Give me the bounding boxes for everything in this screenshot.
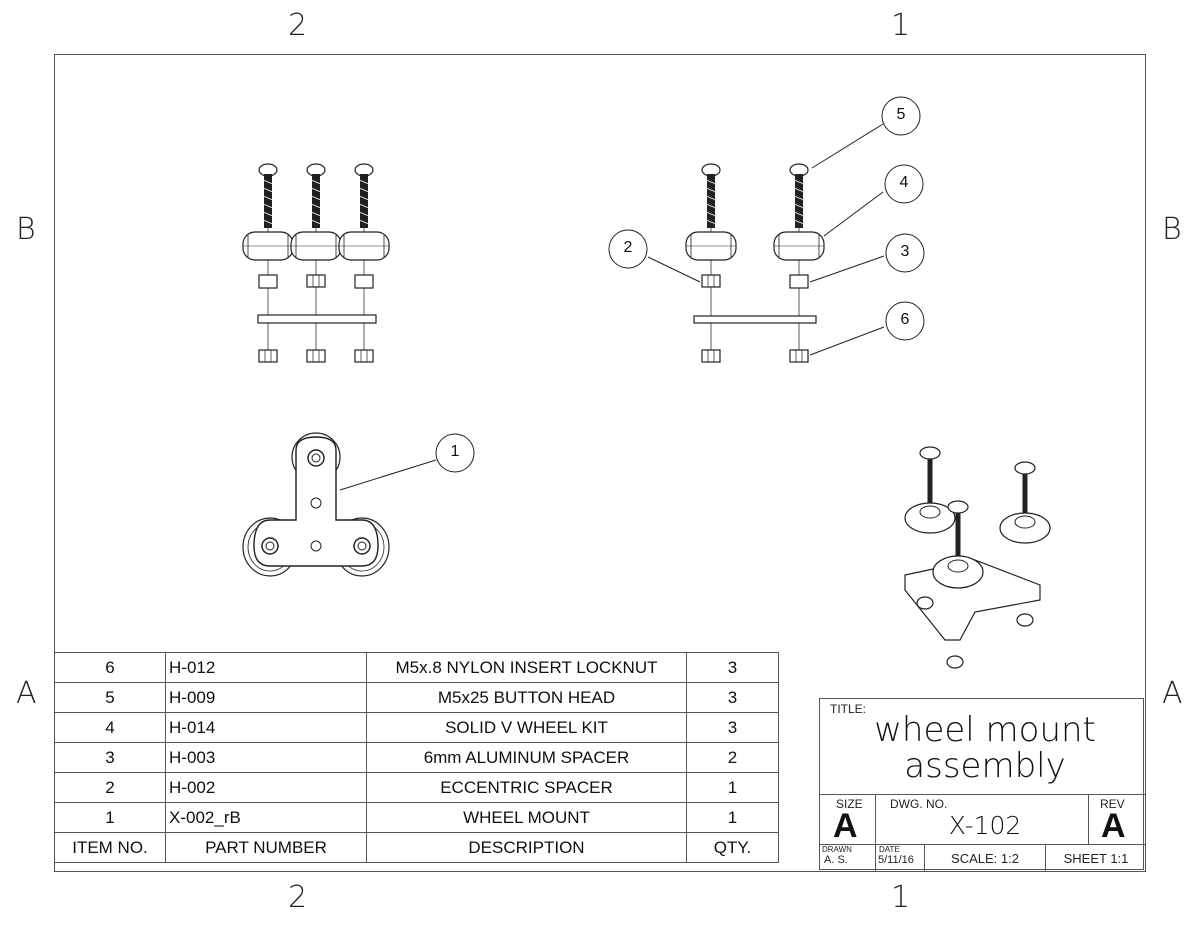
- part-number-cell: H-014: [165, 712, 367, 743]
- table-header-row: ITEM NO. PART NUMBER DESCRIPTION QTY.: [54, 832, 779, 863]
- item-no-cell: 3: [54, 742, 166, 773]
- title-line-1: wheel mount: [874, 710, 1096, 750]
- zone-right-a: A: [1162, 676, 1183, 711]
- drawing-border: [54, 54, 1146, 872]
- rev-value: A: [1101, 807, 1126, 845]
- balloon-1-label: 1: [450, 443, 460, 460]
- divider: [875, 794, 876, 871]
- table-row: 1 X-002_rB WHEEL MOUNT 1: [54, 802, 779, 833]
- title-block: TITLE: wheel mount assembly SIZE A DWG. …: [819, 698, 1145, 871]
- zone-top-1: 1: [891, 8, 911, 43]
- bill-of-materials: 6 H-012 M5x.8 NYLON INSERT LOCKNUT 3 5 H…: [54, 652, 779, 863]
- qty-cell: 1: [686, 772, 779, 803]
- drawn-by: A. S.: [824, 854, 848, 866]
- title-label: TITLE:: [830, 702, 867, 716]
- size-value: A: [833, 807, 858, 845]
- divider: [820, 794, 1145, 795]
- part-number-cell: H-002: [165, 772, 367, 803]
- drawn-label: DRAWN: [822, 845, 852, 854]
- zone-left-b: B: [16, 212, 36, 247]
- front-view: [242, 163, 390, 363]
- zone-bottom-1: 1: [891, 880, 911, 915]
- item-no-cell: 2: [54, 772, 166, 803]
- part-number-cell: H-003: [165, 742, 367, 773]
- part-number-cell: X-002_rB: [165, 802, 367, 833]
- top-view-mount: [242, 432, 390, 577]
- balloon-leaders: [339, 123, 885, 491]
- dwg-no-label: DWG. NO.: [890, 797, 948, 811]
- date-label: DATE: [879, 845, 900, 854]
- part-number-cell: H-012: [165, 652, 367, 683]
- part-number-cell: H-009: [165, 682, 367, 713]
- zone-bottom-2: 2: [288, 880, 308, 915]
- balloon-2-label: 2: [623, 239, 633, 256]
- description-cell: WHEEL MOUNT: [366, 802, 687, 833]
- item-no-cell: 1: [54, 802, 166, 833]
- isometric-view: [904, 446, 1051, 669]
- balloon-3-label: 3: [900, 243, 910, 260]
- balloon-4-label: 4: [899, 174, 909, 191]
- zone-left-a: A: [16, 676, 37, 711]
- table-row: 4 H-014 SOLID V WHEEL KIT 3: [54, 712, 779, 743]
- description-cell: SOLID V WHEEL KIT: [366, 712, 687, 743]
- qty-cell: 2: [686, 742, 779, 773]
- size-label: SIZE: [836, 797, 863, 811]
- zone-top-2: 2: [288, 8, 308, 43]
- item-no-cell: 6: [54, 652, 166, 683]
- item-no-cell: 5: [54, 682, 166, 713]
- description-cell: 6mm ALUMINUM SPACER: [366, 742, 687, 773]
- title-line-2: assembly: [904, 746, 1066, 786]
- side-view: [685, 163, 825, 363]
- description-cell: M5x25 BUTTON HEAD: [366, 682, 687, 713]
- sheet-value: SHEET 1:1: [1063, 851, 1129, 866]
- date-value: 5/11/16: [878, 854, 914, 866]
- divider: [1045, 844, 1046, 871]
- description-cell: ECCENTRIC SPACER: [366, 772, 687, 803]
- qty-cell: 1: [686, 802, 779, 833]
- header-part-number: PART NUMBER: [165, 832, 367, 863]
- table-row: 2 H-002 ECCENTRIC SPACER 1: [54, 772, 779, 803]
- scale-value: SCALE: 1:2: [951, 851, 1019, 866]
- header-item-no: ITEM NO.: [54, 832, 166, 863]
- divider: [924, 844, 925, 871]
- divider: [1088, 794, 1089, 844]
- balloon-5-label: 5: [896, 106, 906, 123]
- rev-label: REV: [1100, 797, 1125, 811]
- balloons: [435, 96, 925, 473]
- qty-cell: 3: [686, 712, 779, 743]
- table-row: 5 H-009 M5x25 BUTTON HEAD 3: [54, 682, 779, 713]
- item-no-cell: 4: [54, 712, 166, 743]
- balloon-6-label: 6: [900, 311, 910, 328]
- description-cell: M5x.8 NYLON INSERT LOCKNUT: [366, 652, 687, 683]
- zone-right-b: B: [1162, 212, 1182, 247]
- divider: [820, 844, 1145, 845]
- table-row: 6 H-012 M5x.8 NYLON INSERT LOCKNUT 3: [54, 652, 779, 683]
- dwg-no-value: X-102: [948, 811, 1022, 840]
- header-qty: QTY.: [686, 832, 779, 863]
- qty-cell: 3: [686, 682, 779, 713]
- header-description: DESCRIPTION: [366, 832, 687, 863]
- qty-cell: 3: [686, 652, 779, 683]
- table-row: 3 H-003 6mm ALUMINUM SPACER 2: [54, 742, 779, 773]
